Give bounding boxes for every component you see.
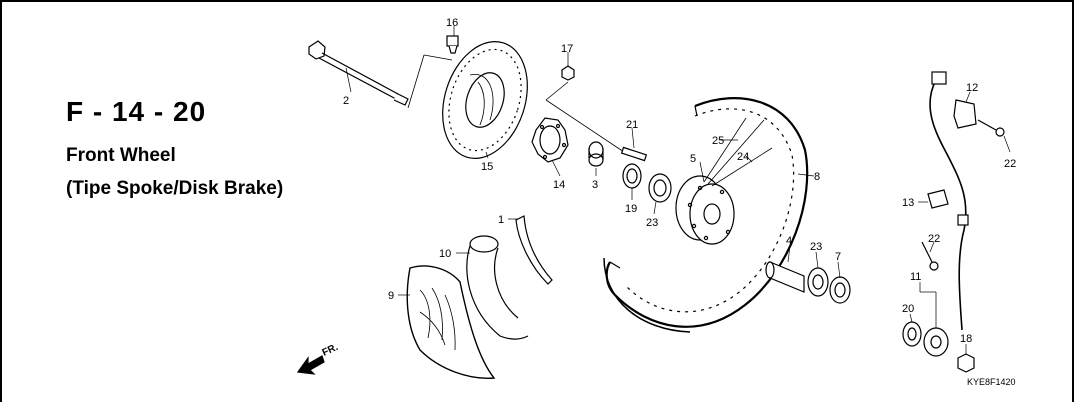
guide-bolt [921, 241, 939, 271]
callout-20: 20 [902, 303, 914, 315]
sensor-ring [902, 321, 922, 347]
callout-7: 7 [835, 251, 841, 263]
dust-seal [829, 276, 851, 304]
leader-lines [345, 26, 1011, 354]
rim-band [515, 215, 553, 285]
speed-sensor [923, 327, 949, 357]
front-direction-arrow: FR. [296, 342, 340, 375]
hub-flange [531, 117, 569, 163]
callout-5: 5 [690, 153, 696, 165]
callout-1: 1 [498, 214, 504, 226]
callout-13: 13 [902, 197, 914, 209]
callout-8: 8 [814, 171, 820, 183]
disc-leader [407, 54, 425, 109]
clamp-bolt [977, 119, 1005, 137]
drawing-code: KYE8F1420 [967, 377, 1016, 387]
callout-23a: 23 [646, 217, 658, 229]
wheel-hub [675, 175, 735, 245]
callout-labels: 2 16 17 21 25 24 5 3 8 19 23 14 15 1 10 … [343, 17, 1016, 387]
callout-11: 11 [910, 271, 921, 283]
spoke-pin [620, 146, 648, 162]
callout-18: 18 [960, 333, 972, 345]
right-collar [765, 261, 805, 293]
callout-22b: 22 [928, 233, 940, 245]
sensor-clamp [953, 99, 977, 129]
callout-10: 10 [439, 248, 451, 260]
callout-25: 25 [712, 135, 724, 147]
callout-3: 3 [592, 179, 598, 191]
hub-nut [561, 65, 575, 81]
bearing-left [648, 173, 672, 203]
callout-2: 2 [343, 95, 349, 107]
callout-14: 14 [553, 179, 565, 191]
spokes [703, 117, 773, 187]
wire-guide [927, 189, 949, 209]
tire [406, 265, 496, 379]
inner-tube [466, 235, 529, 340]
sensor-nut [957, 353, 975, 373]
callout-21: 21 [626, 119, 638, 131]
callout-24: 24 [737, 151, 749, 163]
distance-collar [588, 141, 604, 167]
bearing-right [807, 267, 829, 297]
fr-label: FR. [321, 342, 340, 359]
disc-bolt [446, 35, 459, 54]
callout-9: 9 [388, 290, 394, 302]
callout-16: 16 [446, 17, 458, 29]
front-axle [308, 40, 409, 106]
callout-4: 4 [786, 235, 792, 247]
sensor-wire [929, 71, 969, 331]
callout-12: 12 [966, 82, 978, 94]
callout-22a: 22 [1004, 158, 1016, 170]
callout-17: 17 [561, 43, 573, 55]
diagram-subtitle: (Tipe Spoke/Disk Brake) [66, 178, 284, 199]
diagram-title: Front Wheel [66, 145, 176, 166]
oil-seal [622, 163, 642, 189]
callout-23b: 23 [810, 241, 822, 253]
diagram-code: F - 14 - 20 [66, 96, 207, 127]
wheel-rim [603, 97, 809, 333]
brake-disc [442, 41, 528, 159]
callout-19: 19 [625, 203, 637, 215]
callout-15: 15 [481, 161, 493, 173]
